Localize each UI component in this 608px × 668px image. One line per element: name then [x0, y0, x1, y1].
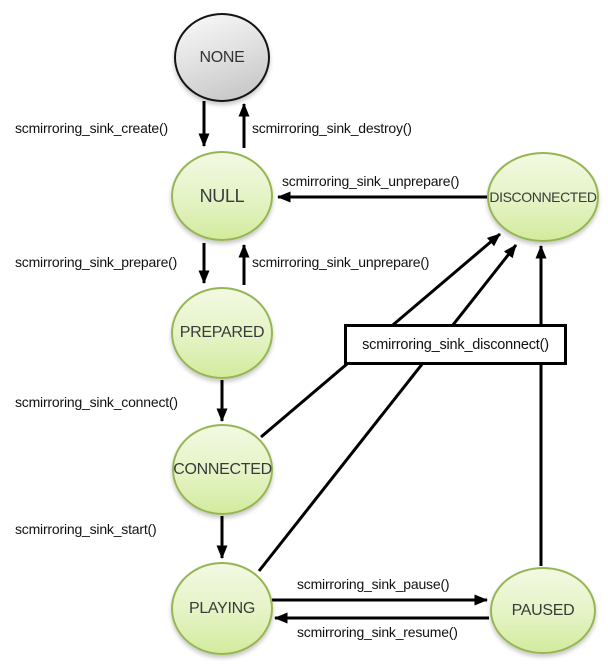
transition-label-create: scmirroring_sink_create(): [15, 120, 168, 136]
transition-label-connect: scmirroring_sink_connect(): [15, 394, 178, 410]
state-paused: PAUSED: [490, 567, 596, 654]
transition-label-destroy: scmirroring_sink_destroy(): [252, 120, 412, 136]
arrow-playing-to-disconnected: [257, 244, 518, 572]
transition-label-unprepare-from-prepared: scmirroring_sink_unprepare(): [252, 254, 430, 270]
state-prepared-label: PREPARED: [179, 324, 265, 341]
transition-label-pause: scmirroring_sink_pause(): [297, 576, 450, 592]
state-playing-label: PLAYING: [188, 599, 256, 617]
state-disconnected: DISCONNECTED: [487, 152, 599, 242]
disconnect-label-box: scmirroring_sink_disconnect(): [344, 324, 567, 365]
state-playing: PLAYING: [171, 562, 273, 655]
state-null: NULL: [171, 151, 273, 241]
disconnect-label: scmirroring_sink_disconnect(): [362, 336, 549, 353]
state-none: NONE: [174, 13, 270, 102]
state-paused-label: PAUSED: [511, 601, 575, 619]
transition-label-unprepare-from-disconnected: scmirroring_sink_unprepare(): [282, 173, 460, 189]
state-none-label: NONE: [199, 48, 245, 66]
state-connected: CONNECTED: [172, 424, 273, 515]
state-disconnected-label: DISCONNECTED: [489, 189, 597, 205]
state-prepared: PREPARED: [171, 287, 273, 379]
transition-label-prepare: scmirroring_sink_prepare(): [15, 254, 178, 270]
state-null-label: NULL: [199, 185, 245, 206]
state-connected-label: CONNECTED: [173, 460, 272, 478]
transition-label-start: scmirroring_sink_start(): [15, 521, 157, 537]
transition-label-resume: scmirroring_sink_resume(): [297, 624, 458, 640]
